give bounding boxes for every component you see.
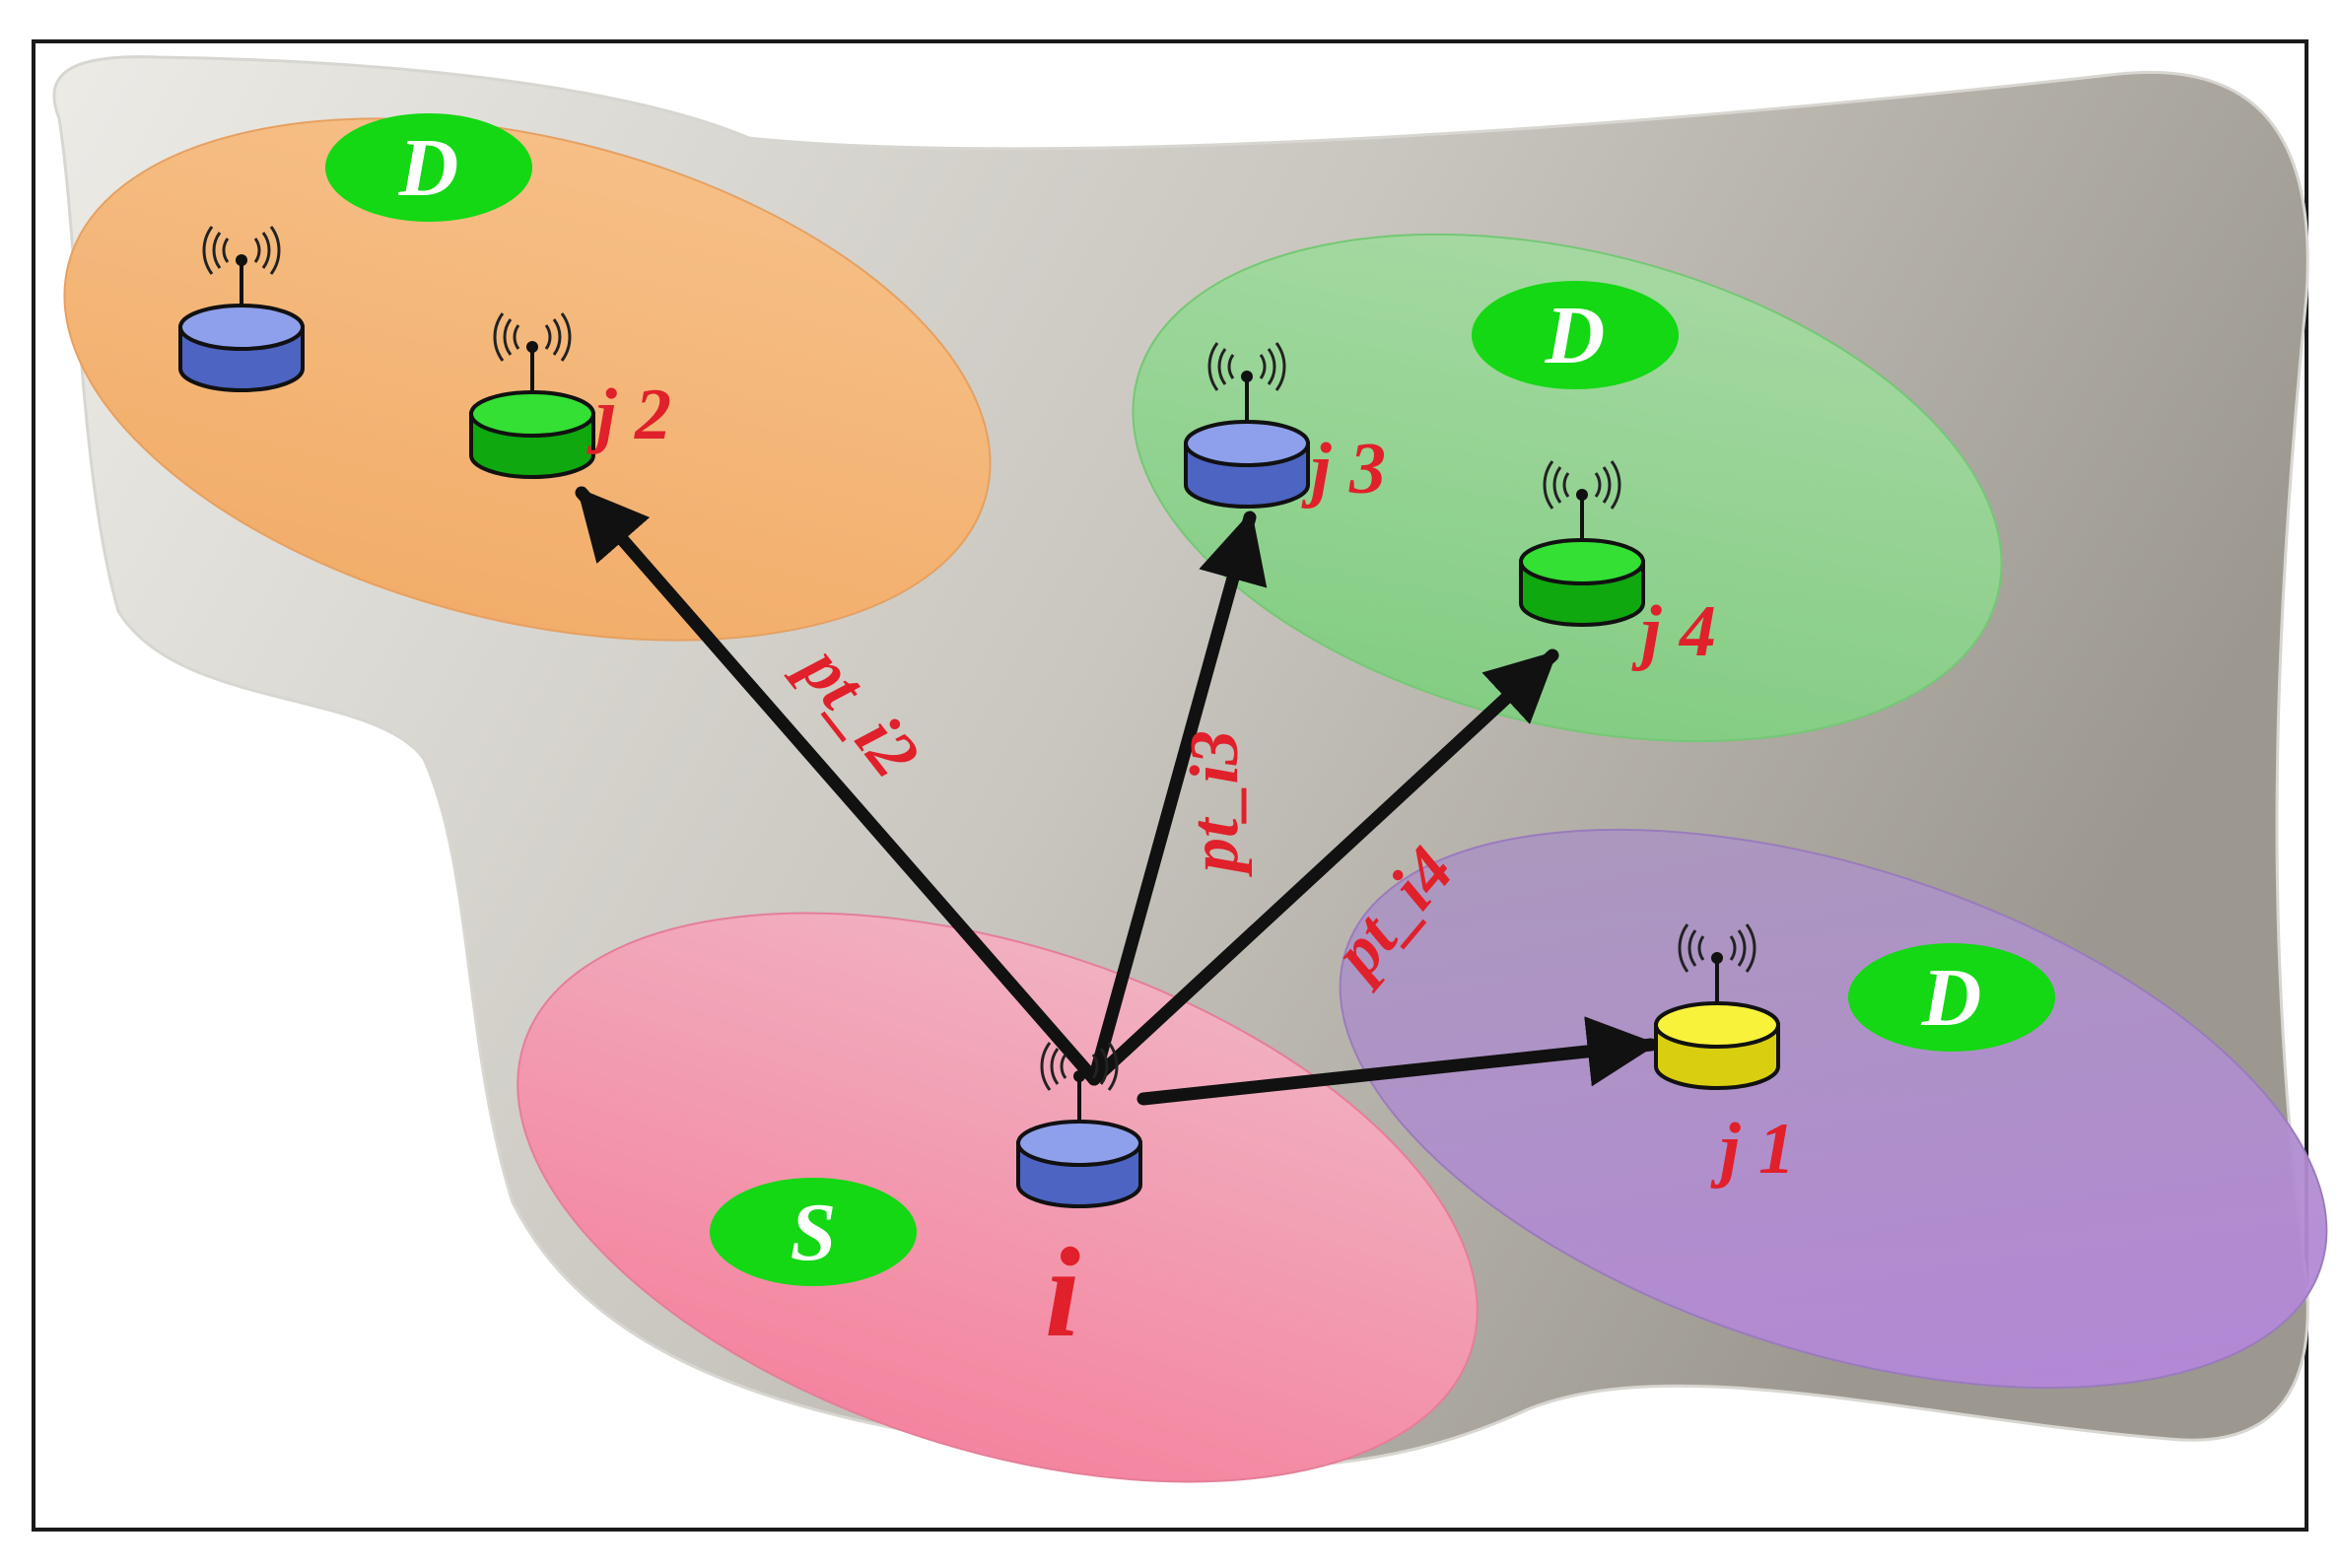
link-i-j3	[1087, 511, 1268, 1086]
node-j2	[469, 311, 595, 479]
link-i-j2	[575, 486, 1101, 1086]
node-label-j1: j 1	[1710, 1109, 1795, 1190]
links	[575, 486, 1659, 1106]
node-label-j3: j 3	[1301, 429, 1386, 510]
zone-label-d-purple: D	[1848, 943, 2055, 1052]
link-i-j1	[1136, 1016, 1659, 1106]
node-j1	[1654, 922, 1780, 1090]
node-j4	[1519, 459, 1645, 627]
node-label-i: i	[1045, 1222, 1080, 1364]
node-i	[1016, 1041, 1142, 1208]
zone-d-orange	[63, 117, 992, 642]
node-label-j4: j 4	[1631, 591, 1716, 672]
zone-label-text: D	[1921, 952, 1982, 1044]
link-i-j4	[1087, 648, 1559, 1086]
zone-label-text: D	[398, 122, 459, 214]
node-j3	[1184, 341, 1310, 509]
node-unlabeled	[178, 225, 305, 392]
zone-label-text: D	[1545, 290, 1606, 381]
zone-label-s-pink: S	[710, 1178, 917, 1286]
zone-s-pink	[516, 912, 1479, 1483]
zone-label-d-orange: D	[325, 113, 532, 222]
zone-label-d-green: D	[1472, 281, 1679, 389]
zone-label-text: S	[791, 1187, 837, 1278]
link-label-pt-i3: pt_i3	[1177, 730, 1253, 877]
zone-d-purple	[1339, 828, 2328, 1390]
node-label-j2: j 2	[586, 375, 671, 455]
